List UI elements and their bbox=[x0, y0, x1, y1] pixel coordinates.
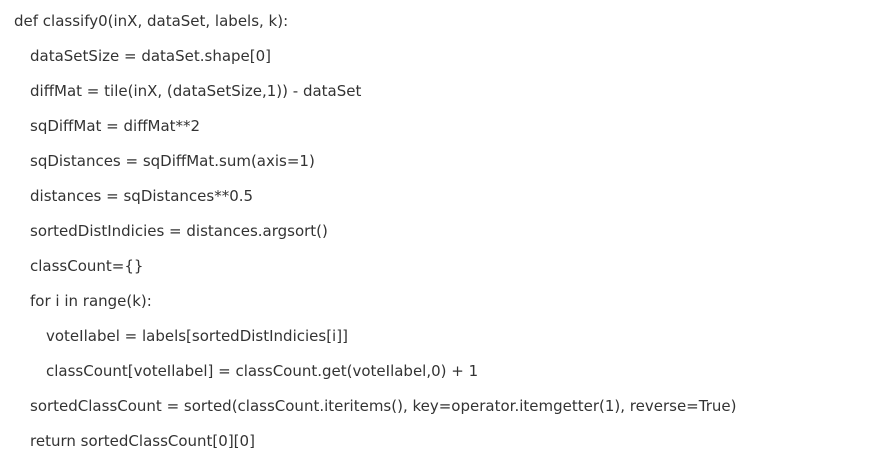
code-line-def: def classify0(inX, dataSet, labels, k): bbox=[14, 12, 289, 30]
code-line-sqdistances: sqDistances = sqDiffMat.sum(axis=1) bbox=[30, 152, 315, 170]
code-line-diffmat: diffMat = tile(inX, (dataSetSize,1)) - d… bbox=[30, 82, 362, 100]
code-line-classcount-update: classCount[voteIlabel] = classCount.get(… bbox=[46, 362, 479, 380]
code-line-return: return sortedClassCount[0][0] bbox=[30, 432, 255, 450]
code-line-datasetsize: dataSetSize = dataSet.shape[0] bbox=[30, 47, 272, 65]
code-line-sqdiffmat: sqDiffMat = diffMat**2 bbox=[30, 117, 201, 135]
code-line-voteilabel: voteIlabel = labels[sortedDistIndicies[i… bbox=[46, 327, 348, 345]
code-line-classcount-init: classCount={} bbox=[30, 257, 144, 275]
code-line-sortedclasscount: sortedClassCount = sorted(classCount.ite… bbox=[30, 397, 737, 415]
code-line-distances: distances = sqDistances**0.5 bbox=[30, 187, 254, 205]
code-line-sorteddistindicies: sortedDistIndicies = distances.argsort() bbox=[30, 222, 328, 240]
code-line-for-loop: for i in range(k): bbox=[30, 292, 152, 310]
